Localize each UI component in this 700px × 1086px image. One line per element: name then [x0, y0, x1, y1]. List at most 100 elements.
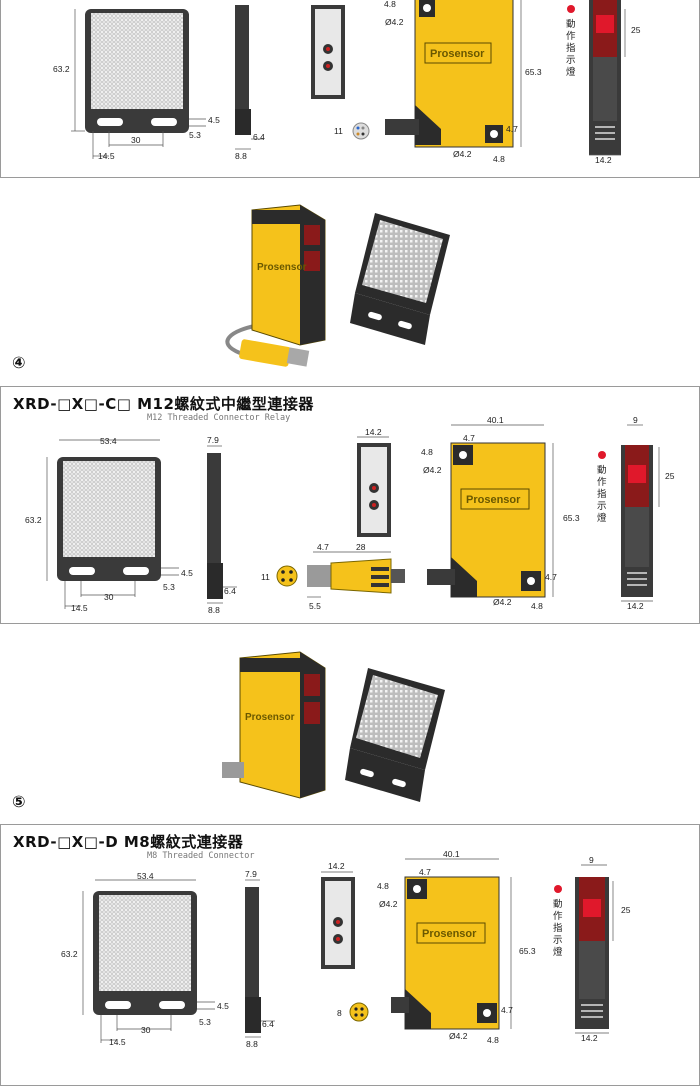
dim-end4-ind: 25 [665, 471, 675, 481]
dim-conn4-d2: 5.5 [309, 601, 321, 611]
brand-label-photo5: Prosensor [245, 712, 295, 723]
section-4-title: XRD-□X□-C□ M12螺紋式中繼型連接器 [13, 395, 314, 413]
svg-text:動: 動 [566, 19, 576, 30]
product-photo-4: Prosensor ④ [0, 195, 700, 380]
section-number-5: ⑤ [12, 792, 26, 811]
dim-body5-height: 65.3 [519, 946, 536, 956]
dim-side-thick: 6.4 [253, 132, 265, 142]
dim-ref4-holes: 30 [104, 592, 114, 602]
svg-text:指: 指 [566, 42, 576, 54]
m12-connector-drawing-4: 11 4.7 28 5.5 [261, 542, 405, 611]
section-number-4: ④ [12, 353, 26, 372]
dim-left-offset: 14.5 [98, 151, 115, 161]
front-drawing: 11 [311, 5, 370, 140]
svg-text:示: 示 [553, 935, 563, 946]
dim-body-hole: Ø4.2 [385, 17, 404, 27]
drawing-panel-4: XRD-□X□-C□ M12螺紋式中繼型連接器 M12 Threaded Con… [0, 386, 700, 624]
dim-side5-top: 7.9 [245, 869, 257, 879]
front-drawing-4: 14.2 [357, 427, 391, 537]
drawing-4-svg: 53.4 63.2 30 14.5 4.5 5.3 7.9 6 [25, 415, 675, 615]
dim-side5-base: 8.8 [246, 1039, 258, 1049]
indicator-label-4: 動 作 指 示 燈 [597, 465, 607, 524]
sensor-body-drawing: Prosensor 4.8 Ø4.2 65.3 4.7 Ø4.2 4.8 [384, 0, 542, 164]
dim-pins: 11 [334, 126, 343, 136]
dim-body4-hole: Ø4.2 [423, 465, 442, 475]
dim-body5-r: 4.7 [501, 1005, 513, 1015]
product-photo-5: Prosensor ⑤ [0, 640, 700, 818]
dim-ref5-left: 14.5 [109, 1037, 126, 1047]
svg-text:動: 動 [553, 899, 563, 910]
dim-ref5-holes: 30 [141, 1025, 151, 1035]
dim-body-height: 65.3 [525, 67, 542, 77]
dim-body-r: 4.7 [506, 124, 518, 134]
dim-body-b: 4.8 [493, 154, 505, 164]
dim-ref4-tab1: 4.5 [181, 568, 193, 578]
side-drawing-4: 7.9 6.4 8.8 [207, 435, 237, 615]
dim-tab-2: 5.3 [189, 130, 201, 140]
dim-ref4-left: 14.5 [71, 603, 88, 613]
indicator-label-top: 動 作 指 示 燈 [566, 19, 576, 78]
reflector-drawing-4: 53.4 63.2 30 14.5 4.5 5.3 [25, 436, 193, 613]
drawing-panel-top: 63.2 30 14.5 4.5 5.3 6.4 8.8 11 [0, 0, 700, 178]
svg-text:燈: 燈 [597, 512, 607, 524]
dim-body4-top: 4.8 [421, 447, 433, 457]
dim-ref4-w: 53.4 [100, 436, 117, 446]
side-drawing-5: 7.9 6.4 8.8 [245, 869, 275, 1049]
dim-body5-hole2: Ø4.2 [449, 1031, 468, 1041]
dim-end4-top: 9 [633, 415, 638, 425]
dim-front5-w: 14.2 [328, 861, 345, 871]
dim-end5-w: 14.2 [581, 1033, 598, 1043]
svg-text:作: 作 [566, 30, 576, 42]
dim-body5-rtop: 4.7 [419, 867, 431, 877]
dim-reflector-height: 63.2 [53, 64, 70, 74]
dim-ref5-w: 53.4 [137, 871, 154, 881]
dim-end5-top: 9 [589, 855, 594, 865]
reflector-drawing-5: 53.4 63.2 30 14.5 4.5 5.3 [61, 871, 229, 1047]
end-view-drawing-4: 9 25 14.2 動 作 指 示 燈 [597, 415, 675, 611]
section-4-subtitle: M12 Threaded Connector Relay [147, 413, 291, 423]
svg-text:燈: 燈 [553, 946, 563, 958]
svg-text:示: 示 [566, 55, 576, 66]
dim-end5-ind: 25 [621, 905, 631, 915]
dim-ref4-tab2: 5.3 [163, 582, 175, 592]
dim-end-w: 14.2 [595, 155, 612, 165]
dim-end-ind: 25 [631, 25, 641, 35]
brand-label-photo4: Prosensor [257, 262, 307, 273]
dim-ref4-h: 63.2 [25, 515, 42, 525]
dim-body4-rtop: 4.7 [463, 433, 475, 443]
dim-side-base: 8.8 [235, 151, 247, 161]
dim-ref5-tab1: 4.5 [217, 1001, 229, 1011]
svg-text:動: 動 [597, 465, 607, 476]
svg-text:作: 作 [597, 476, 607, 488]
section-4-heading: XRD-□X□-C□ M12螺紋式中繼型連接器 M12 Threaded Con… [13, 393, 314, 423]
dim-body4-w: 40.1 [487, 415, 504, 425]
dim-body-top: 4.8 [384, 0, 396, 9]
front-drawing-5: 14.2 8 [321, 861, 369, 1022]
dim-conn4-pins: 11 [261, 572, 270, 582]
brand-label-top: Prosensor [430, 48, 485, 60]
dim-end4-w: 14.2 [627, 601, 644, 611]
dim-hole-span: 30 [131, 135, 141, 145]
svg-text:示: 示 [597, 501, 607, 512]
dim-conn4-d1: 4.7 [317, 542, 329, 552]
dim-body5-w: 40.1 [443, 849, 460, 859]
side-drawing: 6.4 8.8 [235, 5, 265, 161]
dim-side4-top: 7.9 [207, 435, 219, 445]
dim-conn5-pins: 8 [337, 1008, 342, 1018]
dim-ref5-tab2: 5.3 [199, 1017, 211, 1027]
dim-side5-thick: 6.4 [262, 1019, 274, 1029]
svg-text:指: 指 [597, 488, 607, 500]
sensor-body-drawing-4: 40.1 Prosensor 4.8 4.7 Ø4.2 65.3 4.7 Ø4.… [421, 415, 580, 611]
svg-text:燈: 燈 [566, 66, 576, 78]
drawing-panel-5: XRD-□X□-D M8螺紋式連接器 M8 Threaded Connector… [0, 824, 700, 1086]
dim-body5-top: 4.8 [377, 881, 389, 891]
dim-body-hole2: Ø4.2 [453, 149, 472, 159]
sensor-body-drawing-5: 40.1 Prosensor 4.8 4.7 Ø4.2 65.3 4.7 Ø4.… [377, 849, 536, 1045]
svg-text:作: 作 [553, 910, 563, 922]
drawing-5-svg: 53.4 63.2 30 14.5 4.5 5.3 7.9 6 [61, 849, 631, 1049]
drawing-top-svg: 63.2 30 14.5 4.5 5.3 6.4 8.8 11 [53, 0, 641, 165]
section-5-heading: XRD-□X□-D M8螺紋式連接器 M8 Threaded Connector [13, 831, 254, 861]
brand-label-5: Prosensor [422, 928, 477, 940]
dim-body4-r: 4.7 [545, 572, 557, 582]
indicator-label-5: 動 作 指 示 燈 [553, 899, 563, 958]
